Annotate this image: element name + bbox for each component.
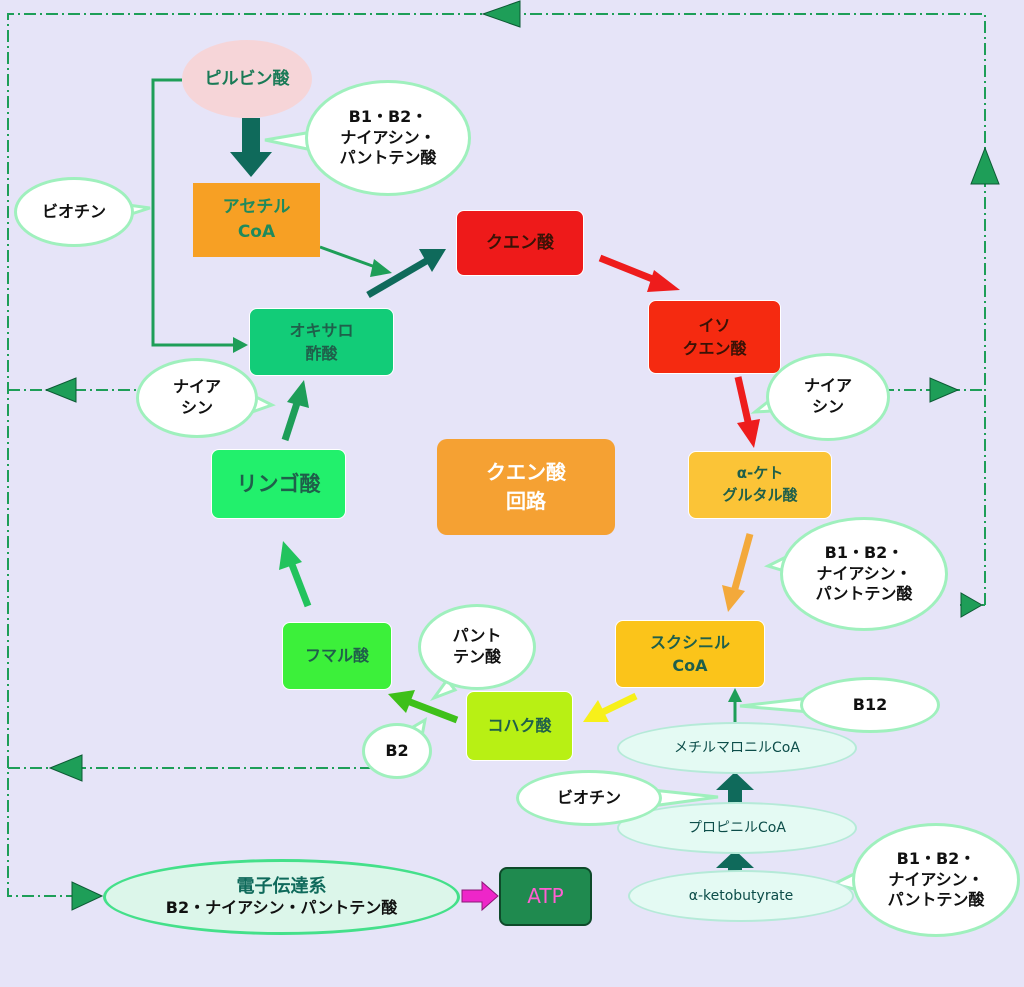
vitamin-bubble-niacin-left: ナイア シン bbox=[136, 358, 258, 438]
vitamin-bubble-b2: B2 bbox=[362, 723, 432, 779]
pyruvic-acid-node: ピルビン酸 bbox=[182, 40, 312, 118]
malate-to-oxalo-line bbox=[281, 398, 302, 442]
acetyl-to-citrate-line bbox=[319, 245, 379, 270]
etc-title: 電子伝達系 bbox=[236, 875, 327, 897]
succinate-to-fumarate-line bbox=[408, 698, 459, 724]
vitamin-bubble-pantothenic: パント テン酸 bbox=[418, 604, 536, 690]
etc-to-atp-arrow bbox=[461, 880, 499, 912]
loop-arrowhead-right-mid bbox=[929, 377, 960, 403]
oxalo-to-citrate-line bbox=[366, 256, 430, 299]
fumaric-acid-node: フマル酸 bbox=[282, 622, 392, 690]
citrate-to-iso-line bbox=[598, 254, 662, 286]
alpha-ketobutyrate-node: α-ketobutyrate bbox=[628, 870, 854, 922]
loop-arrowhead-etc bbox=[71, 881, 104, 911]
ketobutyrate-to-propionyl-arrow bbox=[716, 850, 754, 876]
citric-acid-node: クエン酸 bbox=[456, 210, 584, 276]
atp-node: ATP bbox=[499, 867, 592, 926]
etc-vitamins: B2・ナイアシン・パントテン酸 bbox=[165, 898, 398, 918]
ketoglutarate-to-succinyl-line bbox=[730, 533, 754, 593]
biotin-bracket-line bbox=[151, 78, 236, 347]
succinyl-to-succinate-arrowhead bbox=[583, 700, 609, 722]
loop-markers bbox=[44, 0, 1000, 911]
succinyl-coa-node: スクシニル CoA bbox=[615, 620, 765, 688]
citrate-to-iso-arrowhead bbox=[647, 270, 680, 292]
loop-arrowhead-bottom-left bbox=[48, 754, 83, 782]
oxaloacetic-acid-node: オキサロ 酢酸 bbox=[249, 308, 394, 376]
propionyl-to-methylmalonyl-arrow bbox=[716, 772, 754, 807]
loop-arrowhead-right bbox=[970, 146, 1000, 185]
alpha-ketoglutaric-acid-node: α-ケト グルタル酸 bbox=[688, 451, 832, 519]
isocitric-acid-node: イソ クエン酸 bbox=[648, 300, 781, 374]
iso-to-ketoglutarate-arrowhead bbox=[737, 419, 760, 448]
succinate-to-fumarate-arrowhead bbox=[388, 690, 415, 713]
fumarate-to-malate-arrowhead bbox=[279, 541, 302, 570]
iso-to-ketoglutarate-line bbox=[734, 376, 753, 427]
succinyl-to-succinate-line bbox=[601, 692, 638, 716]
vitamin-bubble-biotin-left: ビオチン bbox=[14, 177, 134, 247]
electron-transport-system-node: 電子伝達系 B2・ナイアシン・パントテン酸 bbox=[103, 859, 460, 935]
succinic-acid-node: コハク酸 bbox=[466, 691, 573, 761]
vitamin-bubble-pyruvate-dehydrogenase: B1・B2・ ナイアシン・ パントテン酸 bbox=[305, 80, 471, 196]
ketoglutarate-to-succinyl-arrowhead bbox=[722, 585, 745, 612]
malic-acid-node: リンゴ酸 bbox=[211, 449, 346, 519]
vitamin-bubble-ketoglutarate-dehydrogenase: B1・B2・ ナイアシン・ パントテン酸 bbox=[780, 517, 948, 631]
acetyl-coa-node: アセチル CoA bbox=[193, 183, 320, 257]
pyruvate-to-acetyl-arrow bbox=[230, 118, 272, 177]
vitamin-bubble-ketobutyrate-dehydrogenase: B1・B2・ ナイアシン・ パントテン酸 bbox=[852, 823, 1020, 937]
methylmalonyl-to-succinyl-arrowhead bbox=[728, 688, 742, 702]
loop-top-line bbox=[7, 13, 986, 897]
malate-to-oxalo-arrowhead bbox=[287, 380, 309, 408]
oxalo-to-citrate-arrowhead bbox=[419, 249, 446, 272]
propionyl-coa-node: プロピニルCoA bbox=[617, 802, 857, 854]
methylmalonyl-coa-node: メチルマロニルCoA bbox=[617, 722, 857, 774]
citric-acid-cycle-label: クエン酸 回路 bbox=[437, 439, 615, 535]
loop-arrowhead-left-mid bbox=[44, 377, 77, 403]
biotin-bracket-arrowhead bbox=[233, 337, 248, 353]
loop-arrowhead-corner bbox=[960, 592, 984, 618]
vitamin-bubble-b12: B12 bbox=[800, 677, 940, 733]
vitamin-bubble-niacin-right: ナイア シン bbox=[766, 353, 890, 441]
acetyl-to-citrate-arrowhead bbox=[370, 259, 392, 277]
loop-arrowhead-top bbox=[481, 0, 521, 28]
vitamin-bubble-biotin-bottom: ビオチン bbox=[516, 770, 662, 826]
fumarate-to-malate-line bbox=[287, 560, 312, 608]
